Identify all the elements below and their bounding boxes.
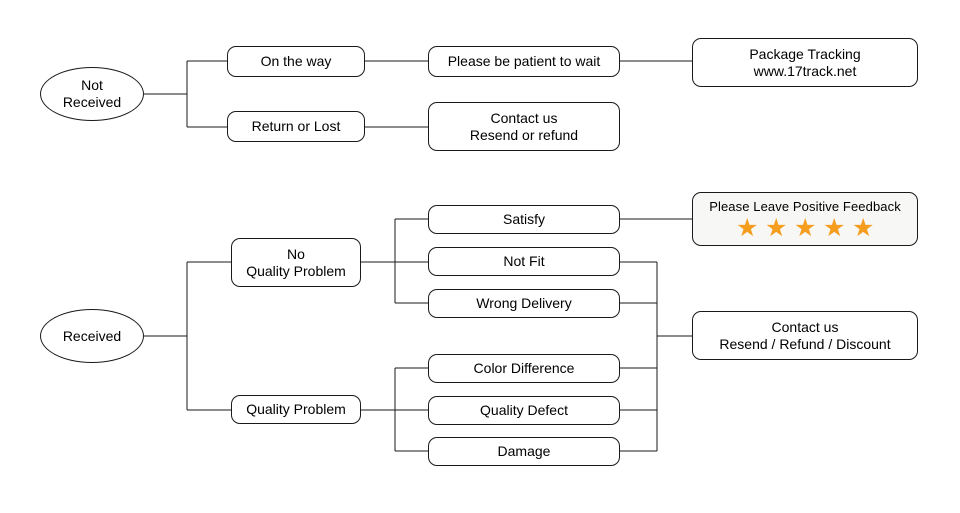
node-please-be-patient[interactable]: Please be patient to wait [428, 46, 620, 77]
node-label: Contact us [771, 318, 839, 335]
node-label: Damage [497, 443, 551, 460]
star-icon[interactable]: ★ [794, 213, 817, 242]
node-not-fit[interactable]: Not Fit [428, 247, 620, 276]
star-icon[interactable]: ★ [736, 213, 759, 242]
node-on-the-way[interactable]: On the way [227, 46, 365, 77]
node-label: Wrong Delivery [476, 295, 572, 312]
star-icon[interactable]: ★ [852, 213, 875, 242]
node-label: Received [62, 94, 122, 110]
node-damage[interactable]: Damage [428, 437, 620, 466]
node-label: Quality Defect [480, 402, 568, 419]
node-label: Contact us [490, 109, 558, 126]
node-label: Received [62, 327, 122, 344]
node-satisfy[interactable]: Satisfy [428, 205, 620, 234]
node-received[interactable]: Received [40, 309, 144, 363]
node-quality-defect[interactable]: Quality Defect [428, 396, 620, 425]
node-label: On the way [260, 53, 332, 70]
node-label: Please be patient to wait [447, 53, 601, 70]
node-positive-feedback[interactable]: Please Leave Positive Feedback★★★★★ [692, 192, 918, 246]
star-icon[interactable]: ★ [823, 213, 846, 242]
node-label: No [287, 245, 305, 262]
star-icon[interactable]: ★ [765, 213, 788, 242]
node-label: Quality Problem [246, 262, 346, 279]
node-label: www.17track.net [753, 62, 857, 79]
node-label: Not [81, 77, 103, 94]
node-label: Resend / Refund / Discount [719, 335, 891, 352]
node-quality-problem[interactable]: Quality Problem [231, 395, 361, 424]
node-label: Resend or refund [469, 126, 579, 143]
feedback-caption: Please Leave Positive Feedback [709, 199, 901, 215]
star-rating[interactable]: ★★★★★ [736, 213, 875, 242]
node-wrong-delivery[interactable]: Wrong Delivery [428, 289, 620, 318]
node-color-difference[interactable]: Color Difference [428, 354, 620, 383]
node-label: Quality Problem [246, 401, 346, 418]
node-label: Color Difference [473, 360, 575, 377]
node-return-or-lost[interactable]: Return or Lost [227, 111, 365, 142]
node-label: Return or Lost [251, 118, 341, 135]
node-label: Not Fit [503, 253, 545, 270]
node-label: Satisfy [502, 211, 545, 228]
node-label: Package Tracking [749, 45, 861, 62]
